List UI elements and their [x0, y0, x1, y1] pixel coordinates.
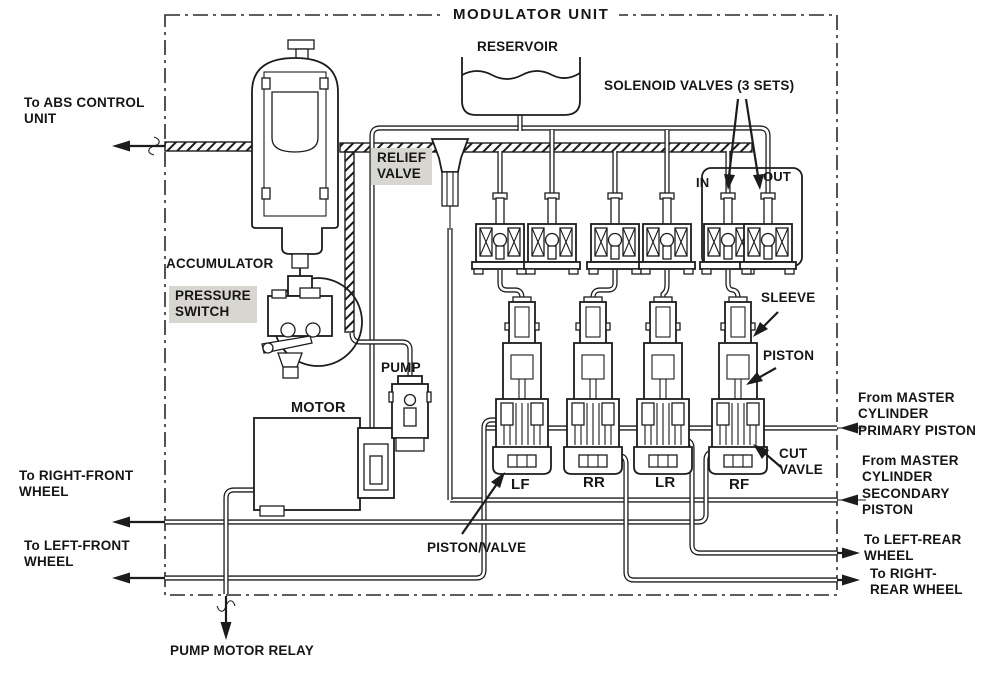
to-right-rear-wheel-arrow: [837, 574, 860, 586]
to-left-front-wheel-arrow: [112, 572, 165, 584]
solenoid-valve-set-3: [699, 167, 803, 275]
to-right-front-wheel-arrow: [112, 516, 165, 528]
piston-valve-pointer-arrow: [461, 472, 505, 535]
relief-valve-drawing: [430, 138, 470, 230]
piston-valve-assembly-lf: [492, 296, 552, 475]
to-abs-control-arrow: [112, 136, 165, 156]
from-master-cylinder-secondary-label: From MASTER CYLINDER SECONDARY PISTON: [862, 453, 959, 518]
sleeve-pointer-arrow: [753, 311, 779, 337]
line-break-mark: [148, 136, 160, 156]
reservoir-drawing: [461, 57, 581, 116]
accumulator-label: ACCUMULATOR: [166, 256, 274, 271]
pump-motor-relay-arrow: [216, 596, 236, 640]
to-abs-control-unit-label: To ABS CONTROL UNIT: [24, 95, 145, 127]
flow-arrows: [112, 136, 866, 640]
in-port-label: IN: [696, 175, 710, 190]
reservoir-label: RESERVOIR: [477, 39, 559, 54]
from-master-primary-arrow: [837, 422, 866, 434]
to-left-rear-wheel-arrow: [837, 547, 860, 559]
line-break-mark: [216, 600, 236, 612]
relief-valve-label: RELIEF VALVE: [371, 148, 433, 185]
cut-valve-pointer-arrow: [753, 444, 783, 469]
wheel-circuit-lf-label: LF: [511, 476, 530, 493]
sleeve-label: SLEEVE: [761, 290, 816, 305]
piston-pointer-arrow: [746, 367, 777, 385]
solenoid-valve-set-1: [471, 192, 581, 275]
pump-motor-relay-label: PUMP MOTOR RELAY: [170, 643, 314, 658]
piston-valve-assembly-rr: [563, 296, 623, 475]
pump-drawing: [388, 375, 432, 452]
motor-label: MOTOR: [291, 400, 346, 416]
from-master-secondary-arrow: [837, 494, 866, 506]
solenoid-valves-label: SOLENOID VALVES (3 SETS): [604, 78, 795, 93]
pressure-switch-drawing: [261, 275, 363, 379]
motor-drawing: [253, 417, 395, 517]
diagram-title: MODULATOR UNIT: [443, 6, 620, 25]
piston-valve-label: PISTON/VALVE: [427, 540, 527, 555]
to-right-rear-wheel-label: To RIGHT- REAR WHEEL: [870, 566, 963, 598]
to-left-front-wheel-label: To LEFT-FRONT WHEEL: [24, 538, 130, 570]
cut-valve-label: CUT VAVLE: [779, 446, 824, 478]
pressure-switch-label: PRESSURE SWITCH: [169, 286, 257, 323]
label-pointer-arrows: [461, 98, 783, 535]
wheel-circuit-rf-label: RF: [729, 476, 750, 493]
wheel-circuit-rr-label: RR: [583, 474, 606, 491]
solenoid-valves-pointer-arrows: [724, 98, 764, 190]
to-right-front-wheel-label: To RIGHT-FRONT WHEEL: [19, 468, 134, 500]
piston-label: PISTON: [763, 348, 815, 363]
accumulator-drawing: [251, 39, 339, 284]
wheel-circuit-lr-label: LR: [655, 474, 676, 491]
to-left-rear-wheel-label: To LEFT-REAR WHEEL: [864, 532, 962, 564]
from-master-cylinder-primary-label: From MASTER CYLINDER PRIMARY PISTON: [858, 390, 977, 438]
solenoid-valve-set-2: [586, 192, 696, 275]
out-port-label: OUT: [763, 169, 792, 184]
piston-valve-assembly-lr: [633, 296, 693, 475]
pump-label: PUMP: [381, 360, 421, 375]
